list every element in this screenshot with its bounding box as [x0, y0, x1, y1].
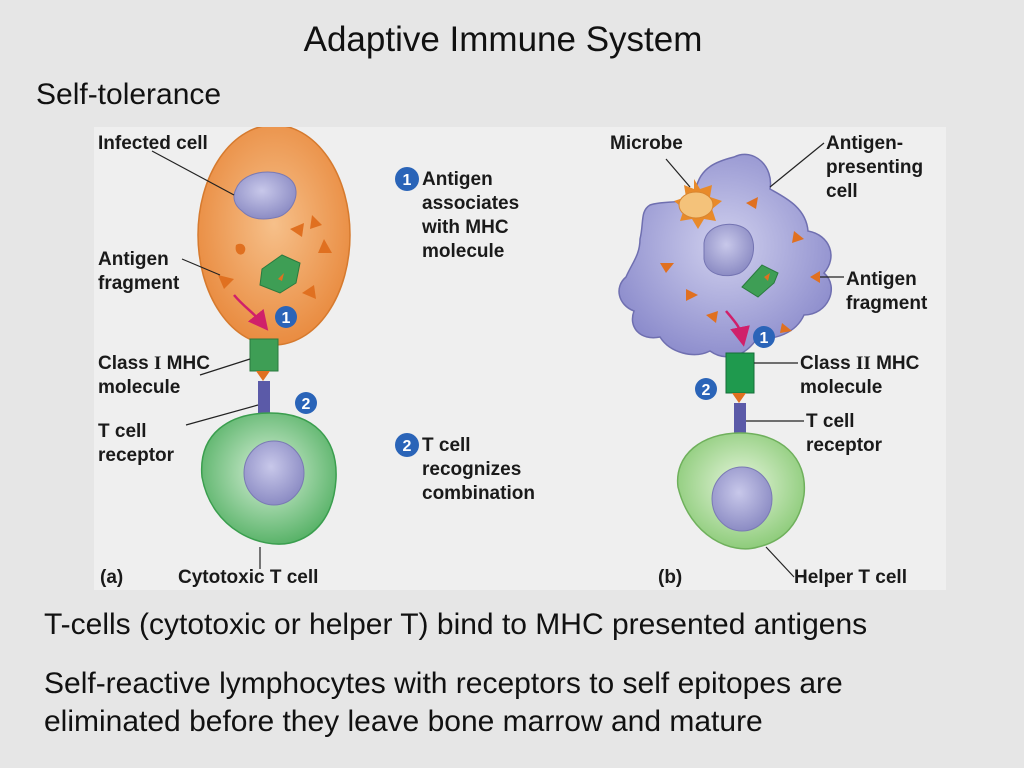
left-pointer-lines — [151, 150, 261, 569]
class-ii-molecule-label: molecule — [800, 377, 882, 398]
step1-line-1: Antigen — [422, 169, 493, 190]
step1-badge-legend — [395, 167, 419, 191]
svg-text:2: 2 — [403, 438, 412, 455]
antigen-fragment-label-left-1: Antigen — [98, 249, 169, 270]
class-i-molecule-label: molecule — [98, 377, 180, 398]
antigen-fragment-label-left-2: fragment — [98, 273, 180, 294]
apc-label-1: Antigen- — [826, 133, 903, 154]
apc-antigen-fragments — [660, 197, 820, 333]
step2-badge-left — [295, 392, 317, 414]
t-cell-receptor-right — [734, 403, 746, 433]
svg-text:1: 1 — [403, 172, 412, 189]
t-cell-receptor-label-left-1: T cell — [98, 421, 147, 442]
step1-line-2: associates — [422, 193, 519, 214]
t-cell-receptor-left — [258, 381, 270, 415]
step1-badge-right — [753, 326, 775, 348]
microbe — [674, 179, 722, 229]
cytotoxic-t-cell-nucleus — [243, 440, 305, 506]
class-ii-label: Class II MHC — [800, 353, 920, 374]
helper-t-cell-label: Helper T cell — [794, 567, 907, 588]
antigen-fragments — [218, 215, 332, 321]
antigen-fragment-label-right-2: fragment — [846, 293, 928, 314]
step2-badge-legend — [395, 433, 419, 457]
helper-t-cell-nucleus — [711, 466, 773, 532]
t-cell-receptor-label-right-2: receptor — [806, 435, 883, 456]
svg-text:2: 2 — [702, 382, 711, 399]
svg-text:1: 1 — [282, 310, 291, 327]
infected-cell — [197, 127, 351, 346]
step2-line-2: recognizes — [422, 459, 521, 480]
apc-label-2: presenting — [826, 157, 923, 178]
slide-subtitle: Self-tolerance — [36, 78, 222, 111]
class-ii-mhc — [725, 352, 755, 394]
step2-line-3: combination — [422, 483, 535, 504]
apc-label-3: cell — [826, 181, 858, 202]
svg-text:1: 1 — [760, 330, 769, 347]
step1-line-3: with MHC — [421, 217, 509, 238]
t-cell-receptor-label-left-2: receptor — [98, 445, 175, 466]
class-i-label: Class I MHC — [98, 353, 210, 374]
transport-arrow — [233, 294, 269, 331]
apc-transport-arrow — [725, 310, 750, 347]
right-pointer-lines — [665, 142, 844, 578]
t-cell-receptor-label-right-1: T cell — [806, 411, 855, 432]
immune-diagram: 1 2 Infected cell Antigen fragment Class… — [94, 127, 946, 590]
antigen-fragment-label-right-1: Antigen — [846, 269, 917, 290]
step2-line-1: T cell — [422, 435, 471, 456]
step2-badge-right — [695, 378, 717, 400]
apc-mhc-antigen-complex — [741, 264, 779, 298]
diagram-svg: 1 2 Infected cell Antigen fragment Class… — [98, 127, 928, 588]
class-i-mhc — [249, 338, 279, 372]
svg-text:2: 2 — [302, 396, 311, 413]
slide-title: Adaptive Immune System — [303, 20, 703, 59]
cytotoxic-t-cell-label: Cytotoxic T cell — [178, 567, 318, 588]
bottom-text-2b: eliminated before they leave bone marrow… — [44, 705, 763, 738]
microbe-label: Microbe — [610, 133, 683, 154]
bottom-text-1: T-cells (cytotoxic or helper T) bind to … — [44, 608, 868, 641]
panel-label-b: (b) — [658, 567, 682, 588]
infected-cell-label: Infected cell — [98, 133, 208, 154]
step1-line-4: molecule — [422, 241, 504, 262]
panel-label-a: (a) — [100, 567, 123, 588]
mhc-antigen-complex — [259, 254, 301, 294]
step1-badge-left — [275, 306, 297, 328]
apc-nucleus — [703, 223, 755, 277]
bottom-text-2a: Self-reactive lymphocytes with receptors… — [44, 667, 843, 700]
infected-cell-nucleus — [233, 171, 297, 220]
